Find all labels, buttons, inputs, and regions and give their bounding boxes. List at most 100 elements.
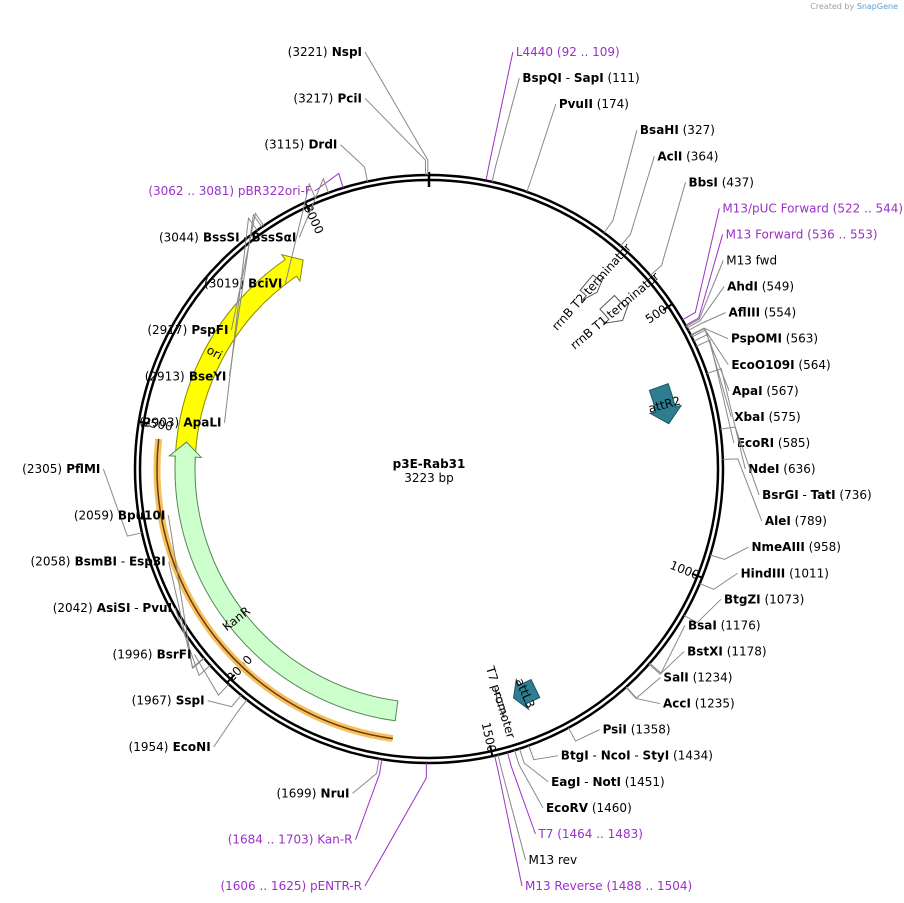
site-name: -	[589, 749, 601, 763]
site-leader-line	[174, 607, 211, 677]
site-label[interactable]: BspQI - SapI (111)	[522, 71, 639, 85]
site-name: -	[562, 71, 574, 85]
site-leader-line	[526, 103, 557, 192]
site-label[interactable]: BsrGI - TatI (736)	[762, 488, 872, 502]
site-label[interactable]: XbaI (575)	[734, 410, 801, 424]
site-leader-line	[514, 750, 544, 809]
feature-arrow[interactable]	[648, 383, 683, 425]
feature-arrow[interactable]	[513, 677, 541, 711]
site-label[interactable]: (3019) BciVI	[204, 277, 282, 291]
site-leader-line	[620, 156, 655, 247]
site-label[interactable]: (1684 .. 1703) Kan-R	[228, 833, 353, 847]
primer-badge[interactable]: M13 fwd	[726, 254, 777, 268]
site-label[interactable]: BbsI (437)	[689, 175, 754, 189]
site-position: (1996)	[113, 647, 153, 661]
site-label[interactable]: M13 Forward (536 .. 553)	[726, 227, 878, 241]
site-label[interactable]: BsaHI (327)	[640, 123, 715, 137]
site-label[interactable]: PsiI (1358)	[603, 723, 671, 737]
site-leader-line	[649, 182, 687, 276]
site-position: (174)	[593, 97, 629, 111]
site-leader-line	[706, 367, 746, 470]
site-name: -	[130, 601, 142, 615]
site-leader-line	[506, 752, 536, 835]
site-name: NcoI	[601, 749, 631, 763]
site-leader-line	[194, 654, 230, 697]
site-label[interactable]: (3062 .. 3081) pBR322ori-F	[148, 184, 312, 198]
site-label[interactable]: AflIII (554)	[729, 306, 797, 320]
site-name: XbaI	[734, 410, 764, 424]
site-position: (789)	[791, 514, 827, 528]
site-position: (1358)	[627, 723, 671, 737]
site-label[interactable]: M13/pUC Forward (522 .. 544)	[722, 201, 903, 215]
site-position: (92 .. 109)	[553, 45, 620, 59]
site-name: EagI	[551, 775, 580, 789]
site-label[interactable]: M13 Reverse (1488 .. 1504)	[525, 879, 692, 893]
site-label[interactable]: EcoRV (1460)	[546, 801, 632, 815]
site-label[interactable]: (3044) BssSI - BssSαI	[159, 230, 296, 244]
site-leader-line	[688, 312, 726, 331]
tick-mark	[225, 673, 236, 685]
badge-text: M13 fwd	[726, 254, 777, 268]
site-label[interactable]: ApaI (567)	[732, 384, 799, 398]
site-label[interactable]: (2305) PflMI	[22, 462, 100, 476]
site-label[interactable]: (2058) BsmBI - Esp3I	[31, 555, 166, 569]
feature-arrow[interactable]	[494, 687, 506, 719]
site-label[interactable]: EcoO109I (564)	[731, 358, 830, 372]
site-label[interactable]: PspOMI (563)	[731, 332, 818, 346]
site-label[interactable]: AccI (1235)	[663, 697, 735, 711]
site-label[interactable]: AclI (364)	[657, 149, 718, 163]
site-leader-line	[693, 333, 732, 418]
site-label[interactable]: T7 (1464 .. 1483)	[537, 827, 642, 841]
site-label[interactable]: (1954) EcoNI	[129, 740, 211, 754]
site-label[interactable]: (1606 .. 1625) pENTR-R	[220, 879, 362, 893]
primer-badge[interactable]: M13 rev	[529, 853, 578, 867]
tick-mark	[662, 302, 674, 311]
site-name: -	[580, 775, 592, 789]
site-label[interactable]: (2903) ApaLI	[139, 416, 221, 430]
site-label[interactable]: BsaI (1176)	[688, 618, 761, 632]
site-label[interactable]: NdeI (636)	[748, 462, 815, 476]
site-label[interactable]: (1967) SspI	[132, 694, 205, 708]
site-leader-line	[497, 754, 526, 861]
feature-arrow[interactable]	[599, 294, 631, 325]
site-label[interactable]: PvuII (174)	[559, 97, 629, 111]
credit-brand: SnapGene	[856, 2, 898, 11]
site-label[interactable]: BtgZI (1073)	[724, 592, 804, 606]
site-label[interactable]: (3221) NspI	[288, 45, 362, 59]
site-label[interactable]: AhdI (549)	[727, 280, 794, 294]
site-position: (1451)	[621, 775, 665, 789]
tick-mark	[691, 572, 704, 579]
site-label[interactable]: (3217) PciI	[293, 91, 362, 105]
site-label[interactable]: (1699) NruI	[276, 786, 349, 800]
site-label[interactable]: (2059) Bpu10I	[74, 508, 166, 522]
site-label[interactable]: (3115) DrdI	[264, 138, 337, 152]
site-leader-line	[340, 144, 369, 182]
site-label[interactable]: (2042) AsiSI - PvuI	[53, 601, 172, 615]
site-label[interactable]: L4440 (92 .. 109)	[516, 45, 620, 59]
site-leader-line	[213, 699, 248, 748]
tick-mark	[137, 420, 150, 425]
site-label[interactable]: EcoRI (585)	[737, 436, 810, 450]
site-leader-line	[224, 216, 258, 423]
site-label[interactable]: (2913) BseYI	[145, 369, 227, 383]
tick-label: 500	[643, 302, 670, 326]
snapgene-credit: Created by SnapGene	[810, 2, 898, 11]
site-label[interactable]: HindIII (1011)	[741, 566, 829, 580]
site-name: AleI	[765, 514, 791, 528]
site-label[interactable]: AleI (789)	[765, 514, 827, 528]
site-label[interactable]: (2917) PspFI	[147, 323, 228, 337]
site-name: EcoNI	[168, 740, 210, 754]
feature-arrow[interactable]	[167, 441, 399, 722]
site-label[interactable]: BtgI - NcoI - StyI (1434)	[561, 749, 713, 763]
site-name: M13 Forward	[726, 227, 804, 241]
site-position: (1684 .. 1703)	[228, 833, 314, 847]
site-label[interactable]: SalI (1234)	[663, 671, 732, 685]
feature-arrow[interactable]	[579, 274, 605, 301]
site-label[interactable]: EagI - NotI (1451)	[551, 775, 665, 789]
site-label[interactable]: NmeAIII (958)	[751, 540, 840, 554]
site-position: (437)	[718, 175, 754, 189]
site-label[interactable]: BstXI (1178)	[687, 644, 766, 658]
site-label[interactable]: (1996) BsrFI	[113, 647, 192, 661]
site-name: PvuII	[559, 97, 593, 111]
site-position: (3115)	[264, 138, 304, 152]
